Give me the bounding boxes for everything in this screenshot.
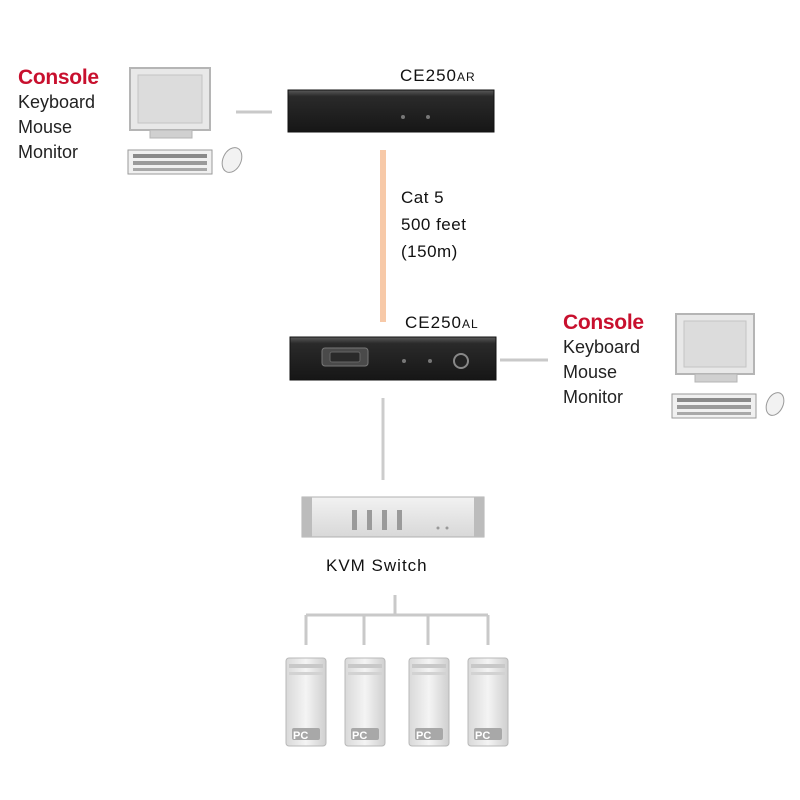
pc-label-4: PC [475, 730, 491, 742]
console-keyboard-label: Keyboard [563, 337, 641, 357]
console-monitor-label: Monitor [18, 142, 79, 162]
local-unit-label: CE250AL [405, 313, 479, 333]
mouse-icon [221, 147, 243, 173]
pc-label-3: PC [416, 730, 432, 742]
pc-tower-1 [285, 657, 327, 747]
local-unit-model: CE250 [405, 313, 462, 332]
console-title: Console [563, 311, 644, 334]
cable-label: Cat 5 500 feet (150m) [401, 184, 466, 265]
keyboard-icon [127, 149, 213, 175]
keyboard-icon [671, 393, 757, 419]
mouse-icon [765, 392, 785, 416]
kvm-switch-device [301, 496, 485, 538]
top-console-label: Console Keyboard Mouse Monitor [18, 66, 99, 165]
cable-length-feet: 500 feet [401, 215, 467, 234]
console-keyboard-label: Keyboard [18, 92, 96, 112]
pc-tower-3 [408, 657, 450, 747]
kvm-switch-label: KVM Switch [326, 556, 428, 575]
remote-unit-label: CE250AR [400, 66, 476, 86]
remote-unit-device [287, 89, 495, 133]
console-mouse-label: Mouse [563, 362, 618, 382]
local-unit-suffix: AL [461, 317, 479, 331]
local-console-label: Console Keyboard Mouse Monitor [563, 311, 644, 410]
monitor-icon [129, 67, 211, 139]
pc-tree [304, 595, 490, 645]
cable-type: Cat 5 [401, 188, 445, 207]
remote-unit-model: CE250 [400, 66, 457, 85]
cable-length-meters: (150m) [401, 242, 458, 261]
console-monitor-label: Monitor [563, 387, 624, 407]
pc-tower-2 [344, 657, 386, 747]
pc-label-2: PC [352, 730, 368, 742]
console-mouse-label: Mouse [18, 117, 73, 137]
monitor-icon [675, 313, 755, 383]
pc-tower-4 [467, 657, 509, 747]
console-title: Console [18, 66, 99, 89]
remote-unit-suffix: AR [456, 70, 476, 84]
local-unit-device [289, 336, 497, 381]
pc-label-1: PC [293, 730, 309, 742]
